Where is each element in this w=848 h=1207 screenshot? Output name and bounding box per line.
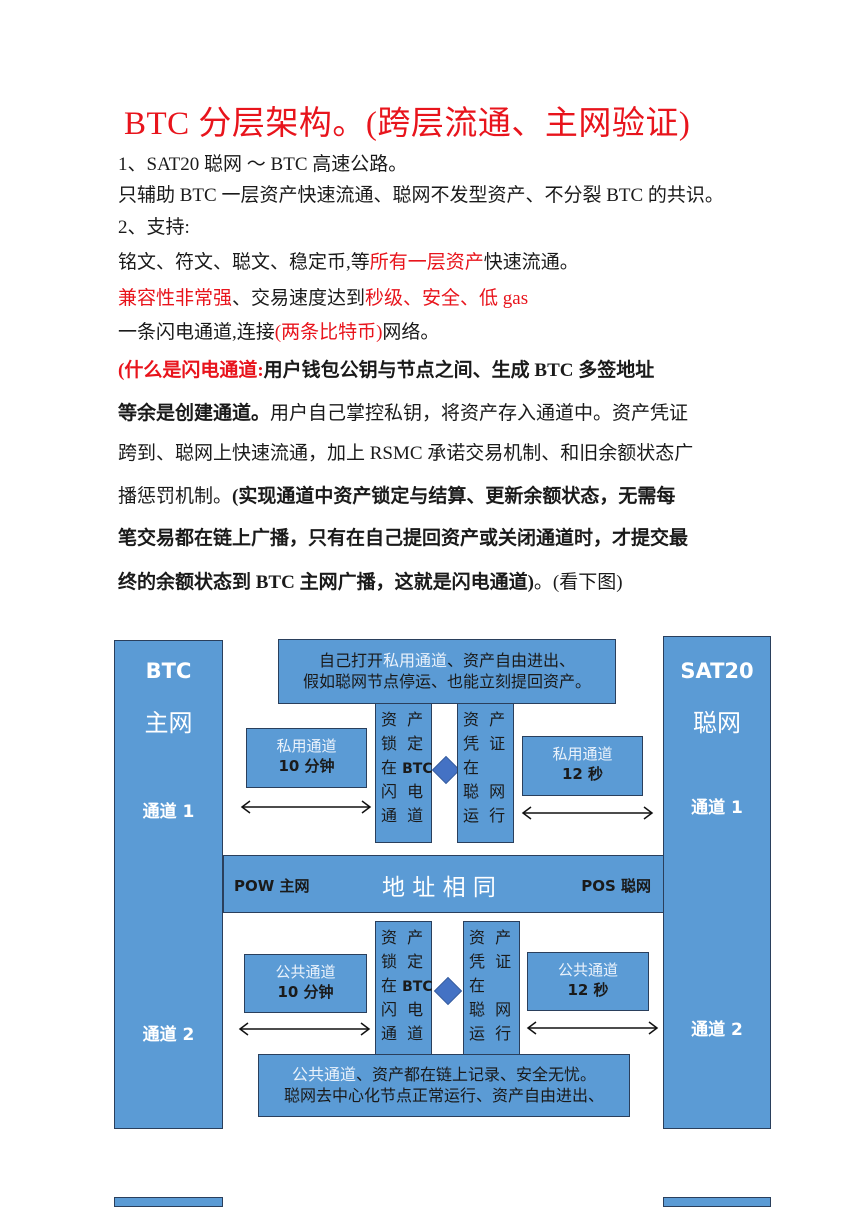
lower-lock-line-5: 通 道	[381, 1024, 424, 1043]
para-line-4: 播惩罚机制。(实现通道中资产锁定与结算、更新余额状态，无需每	[118, 481, 675, 508]
document-title: BTC 分层架构。(跨层流通、主网验证)	[124, 106, 691, 142]
next-diagram-right-column-edge	[663, 1197, 771, 1207]
upper-lock-line-2: 锁 定	[381, 734, 424, 753]
sat20-column-subtitle: 聪网	[693, 709, 741, 737]
lower-left-public-channel: 公共通道 10 分钟	[244, 954, 367, 1013]
upper-left-private-channel: 私用通道 10 分钟	[246, 728, 367, 788]
para-line-6-b: 。(看下图)	[533, 572, 623, 593]
btc-mainnet-column: BTC 主网 通道 1 通道 2	[114, 640, 223, 1129]
para-line-6: 终的余额状态到 BTC 主网广播，这就是闪电通道)。(看下图)	[118, 567, 623, 594]
lower-lock-line-2: 锁 定	[381, 952, 424, 971]
lower-lock-line-1: 资 产	[381, 928, 424, 947]
upper-cert-line-3: 在	[463, 758, 480, 777]
upper-lock-line-5: 通 道	[381, 806, 424, 825]
text-line-2: 只辅助 BTC 一层资产快速流通、聪网不发型资产、不分裂 BTC 的共识。	[118, 185, 724, 206]
para-line-5: 笔交易都在链上广播，只有在自己提回资产或关闭通道时，才提交最	[118, 528, 689, 549]
text-line-5: 兼容性非常强、交易速度达到秒级、安全、低 gas	[118, 283, 528, 310]
text-line-6-a: 一条闪电通道,连接	[118, 322, 275, 343]
same-address-label: 地 址 相 同	[382, 875, 496, 901]
private-note-line-2: 假如聪网节点停运、也能立刻提回资产。	[302, 672, 591, 691]
btc-column-title: BTC	[145, 659, 192, 683]
upper-right-private-channel: 私用通道 12 秒	[522, 736, 643, 796]
pos-sat20-label: POS 聪网	[581, 877, 651, 895]
same-address-band: POW 主网 地 址 相 同 POS 聪网	[223, 855, 664, 913]
lower-right-channel-time: 12 秒	[567, 981, 609, 999]
upper-right-channel-time: 12 秒	[561, 765, 604, 783]
lower-cert-line-5: 运 行	[469, 1024, 512, 1043]
text-line-6-c: 网络。	[382, 322, 440, 343]
upper-btc-lock-box: 资 产 锁 定 在 BTC 闪 电 通 道	[375, 703, 433, 843]
upper-right-channel-name: 私用通道	[552, 745, 613, 763]
para-line-2-a: 等余是创建通道。	[118, 403, 271, 424]
text-line-3: 2、支持:	[118, 217, 190, 238]
private-channel-note: 自己打开私用通道、资产自由进出、 假如聪网节点停运、也能立刻提回资产。	[278, 639, 616, 704]
double-arrow-icon	[526, 1021, 659, 1035]
btc-channel-1-label: 通道 1	[142, 802, 195, 822]
upper-left-channel-name: 私用通道	[276, 737, 337, 755]
public-note-line-1: 公共通道、资产都在链上记录、安全无忧。	[291, 1065, 597, 1084]
next-diagram-left-column-edge	[114, 1197, 223, 1207]
lower-cert-line-4: 聪 网	[469, 1000, 512, 1019]
btc-column-subtitle: 主网	[144, 709, 193, 737]
upper-cert-line-1: 资 产	[463, 710, 506, 729]
public-channel-note: 公共通道、资产都在链上记录、安全无忧。 聪网去中心化节点正常运行、资产自由进出、	[258, 1054, 630, 1117]
lower-lock-line-4: 闪 电	[381, 1000, 424, 1019]
para-line-1-highlight: (什么是闪电通道:	[118, 360, 264, 381]
private-note-line-1: 自己打开私用通道、资产自由进出、	[318, 651, 576, 670]
para-line-1-b: 用户钱包公钥与节点之间、生成 BTC 多签地址	[263, 360, 655, 381]
text-line-5-highlight-a: 兼容性非常强	[118, 288, 233, 309]
text-line-5-highlight-c: 秒级、安全、低 gas	[365, 288, 529, 309]
sat20-channel-1-label: 通道 1	[691, 798, 743, 818]
lower-btc-lock-box: 资 产 锁 定 在 BTC 闪 电 通 道	[375, 921, 433, 1056]
text-line-6-highlight: (两条比特币)	[274, 322, 383, 343]
para-line-1: (什么是闪电通道:用户钱包公钥与节点之间、生成 BTC 多签地址	[118, 355, 654, 382]
lower-lock-line-3: 在 BTC	[381, 976, 433, 995]
lower-right-channel-name: 公共通道	[557, 961, 618, 979]
upper-cert-line-5: 运 行	[463, 806, 506, 825]
upper-left-channel-time: 10 分钟	[278, 757, 335, 775]
text-line-6: 一条闪电通道,连接(两条比特币)网络。	[118, 317, 439, 344]
upper-cert-line-4: 聪 网	[463, 782, 506, 801]
para-line-6-a: 终的余额状态到 BTC 主网广播，这就是闪电通道)	[118, 572, 534, 593]
para-line-4-b: (实现通道中资产锁定与结算、更新余额状态，无需每	[232, 486, 676, 507]
diamond-icon	[431, 755, 461, 785]
text-line-4: 铭文、符文、聪文、稳定币,等所有一层资产快速流通。	[118, 247, 579, 274]
upper-lock-line-3: 在 BTC	[381, 758, 433, 777]
para-line-2: 等余是创建通道。用户自己掌控私钥，将资产存入通道中。资产凭证	[118, 398, 688, 425]
sat20-column-title: SAT20	[680, 659, 754, 683]
text-line-5-b: 、交易速度达到	[232, 288, 366, 309]
upper-cert-line-2: 凭 证	[463, 734, 506, 753]
text-line-4-highlight: 所有一层资产	[369, 252, 484, 273]
upper-sat20-cert-box: 资 产 凭 证 在 聪 网 运 行	[457, 703, 514, 843]
diamond-icon	[433, 976, 463, 1006]
para-line-4-a: 播惩罚机制。	[118, 486, 233, 507]
btc-channel-2-label: 通道 2	[142, 1025, 195, 1045]
text-line-1: 1、SAT20 聪网 ～ BTC 高速公路。	[118, 154, 408, 175]
para-line-2-b: 用户自己掌控私钥，将资产存入通道中。资产凭证	[270, 403, 689, 424]
pow-mainnet-label: POW 主网	[234, 877, 310, 895]
para-line-3: 跨到、聪网上快速流通，加上 RSMC 承诺交易机制、和旧余额状态广	[118, 443, 694, 464]
double-arrow-icon	[240, 800, 372, 814]
sat20-channel-2-label: 通道 2	[691, 1020, 743, 1040]
double-arrow-icon	[521, 806, 654, 820]
public-note-line-2: 聪网去中心化节点正常运行、资产自由进出、	[283, 1086, 604, 1105]
sat20-network-column: SAT20 聪网 通道 1 通道 2	[663, 636, 771, 1129]
lower-sat20-cert-box: 资 产 凭 证 在 聪 网 运 行	[463, 921, 520, 1056]
upper-lock-line-1: 资 产	[381, 710, 424, 729]
upper-lock-line-4: 闪 电	[381, 782, 424, 801]
double-arrow-icon	[238, 1022, 371, 1036]
lower-left-channel-name: 公共通道	[275, 963, 336, 981]
lower-left-channel-time: 10 分钟	[277, 983, 334, 1001]
lower-cert-line-2: 凭 证	[469, 952, 512, 971]
text-line-4-a: 铭文、符文、聪文、稳定币,等	[118, 252, 370, 273]
lower-cert-line-1: 资 产	[469, 928, 512, 947]
lower-right-public-channel: 公共通道 12 秒	[527, 952, 649, 1011]
text-line-4-c: 快速流通。	[483, 252, 579, 273]
lower-cert-line-3: 在	[469, 976, 486, 995]
